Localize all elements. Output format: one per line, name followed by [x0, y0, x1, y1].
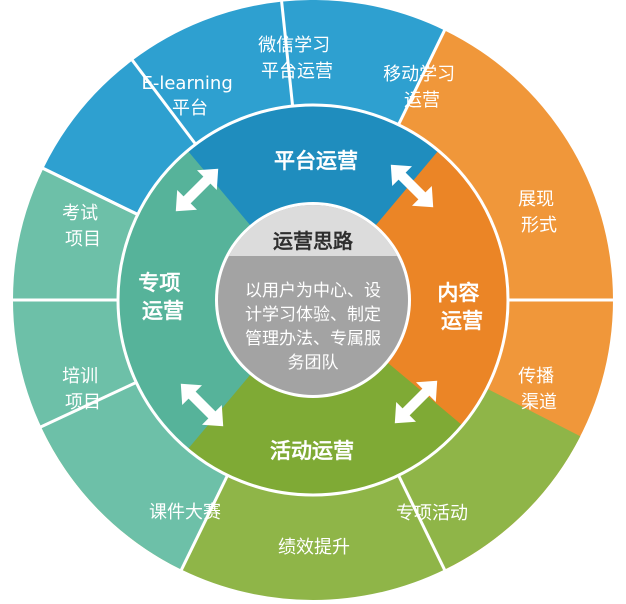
quadrant-special: [118, 150, 252, 450]
segment-zhanxian: [398, 30, 613, 300]
label-kaoshi: 考试 项目: [62, 203, 104, 250]
label-special-operations: 专项 运营: [138, 271, 187, 323]
center-body-line: 管理办法、专属服: [245, 329, 381, 349]
separator-line: [40, 166, 139, 216]
quadrant-content: [374, 150, 509, 450]
segment-elearning: [43, 60, 196, 215]
center-body-line: 以用户为中心、设: [245, 281, 381, 301]
segment-peixun: [13, 300, 228, 570]
center-title: 运营思路: [273, 229, 354, 253]
separator-line: [38, 381, 137, 429]
center-body-line: 计学习体验、制定: [245, 305, 381, 325]
ring-divider: [116, 103, 510, 497]
outer-labels: E-learning 平台 微信学习 平台运营 移动学习 运营 展现 形式 传播…: [62, 35, 560, 558]
segment-jixiao: [181, 475, 445, 600]
label-elearning: E-learning 平台: [141, 73, 238, 119]
quadrant-platform: [163, 105, 463, 239]
separator-line: [397, 474, 447, 573]
separator-line: [130, 57, 197, 146]
label-content-operations: 内容 运营: [437, 281, 486, 333]
separator-line: [279, 0, 295, 107]
segment-kaoshi: [13, 168, 138, 300]
outer-ring: [13, 0, 613, 600]
label-weixin: 微信学习 平台运营: [258, 35, 336, 82]
separator-line: [179, 474, 229, 573]
inner-labels: 平台运营 内容 运营 活动运营 专项 运营: [138, 149, 486, 463]
double-arrow-icon: [180, 383, 224, 427]
segment-weixin: [132, 1, 293, 145]
label-zhuanxiang-huodong: 专项活动: [396, 503, 468, 524]
double-arrow-icon: [394, 380, 438, 424]
label-kejian: 课件大赛: [149, 502, 221, 523]
double-arrow-icon: [390, 164, 434, 208]
label-jixiao: 绩效提升: [278, 537, 350, 558]
label-zhanxian: 展现 形式: [518, 189, 560, 236]
arrows: [175, 164, 438, 427]
label-peixun: 培训 项目: [62, 366, 104, 413]
center-circle: 运营思路 以用户为中心、设 计学习体验、制定 管理办法、专属服 务团队: [218, 205, 408, 395]
segment-mobile: [281, 0, 445, 125]
label-activity-operations: 活动运营: [270, 439, 354, 463]
separator-line: [397, 27, 447, 126]
segment-zhuanxiang-huodong: [398, 388, 581, 570]
separators: [11, 0, 615, 573]
inner-ring: [118, 105, 509, 495]
label-chuanbo: 传播 渠道: [518, 366, 560, 413]
label-mobile: 移动学习 运营: [383, 64, 461, 111]
double-arrow-icon: [175, 168, 219, 212]
center-body-line: 务团队: [288, 353, 339, 373]
label-platform-operations: 平台运营: [274, 149, 358, 173]
quadrant-activity: [163, 361, 463, 495]
